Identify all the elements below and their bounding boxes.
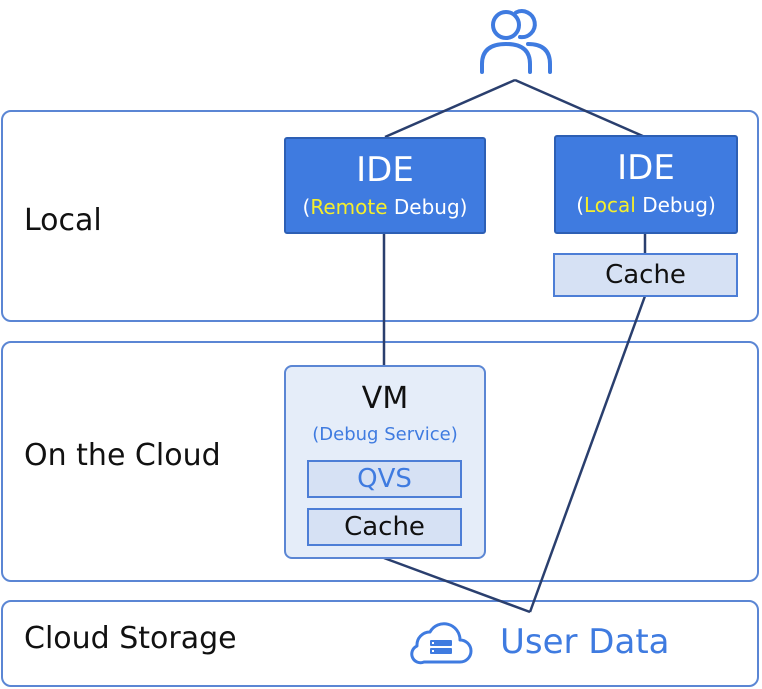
remote-ide-subtitle: (Remote Debug) (302, 195, 468, 219)
local-ide-title: IDE (617, 148, 675, 188)
users-icon (480, 9, 552, 74)
remote-ide-title: IDE (356, 150, 414, 190)
local-debug-ide-box: IDE (Local Debug) (554, 135, 738, 234)
cloud-storage-layer-label: Cloud Storage (24, 621, 237, 656)
remote-debug-ide-box: IDE (Remote Debug) (284, 137, 486, 234)
local-layer-label: Local (24, 203, 102, 238)
vm-title: VM (361, 381, 409, 416)
vm-subtitle: (Debug Service) (312, 424, 458, 445)
local-highlight: Local (584, 193, 636, 217)
local-cache-box: Cache (553, 253, 738, 297)
cloud-layer-label: On the Cloud (24, 438, 221, 473)
remote-highlight: Remote (310, 195, 388, 219)
qvs-box: QVS (307, 460, 462, 498)
cloud-storage-layer (1, 600, 759, 687)
user-data-label: User Data (500, 622, 670, 662)
vm-cache-box: Cache (307, 508, 462, 546)
local-ide-subtitle: (Local Debug) (576, 193, 716, 217)
cloud-storage-icon (410, 622, 473, 665)
